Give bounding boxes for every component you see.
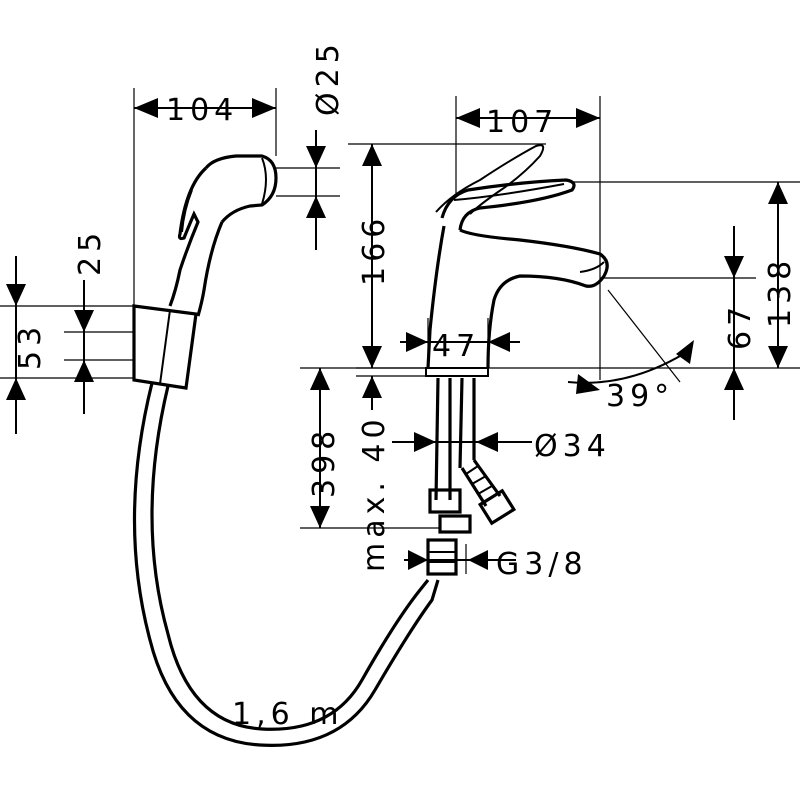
dim-total-height: 166	[357, 214, 392, 286]
dim-holder-height: 53	[13, 322, 48, 370]
dim-spout-height: 67	[723, 302, 758, 350]
dim-handshower-width: 104	[166, 93, 238, 128]
dimensions: 104 Ø25 53 25 107 166	[0, 39, 800, 732]
dim-lever-angle: 39°	[606, 379, 674, 414]
lever	[440, 178, 576, 231]
dim-outlet-height: 138	[763, 256, 798, 328]
lever-raised-outline	[435, 144, 545, 215]
wall-holder	[132, 304, 198, 390]
g38-connector	[426, 538, 458, 576]
mixer-body	[426, 225, 446, 369]
dim-handshower-diameter: Ø25	[311, 39, 346, 116]
supply-pipe-1	[434, 377, 440, 501]
basin-mixer	[425, 144, 609, 576]
hand-shower	[132, 154, 440, 747]
dim-supply-length: 398	[307, 426, 342, 498]
supply-hose-2	[460, 459, 502, 507]
hose	[132, 382, 440, 747]
hand-shower-head	[204, 154, 278, 224]
dim-hole-diameter: Ø34	[534, 429, 611, 464]
dim-spout-reach: 107	[486, 105, 558, 140]
dim-thread: G3/8	[496, 547, 588, 582]
hand-shower-handle	[168, 166, 208, 307]
dim-body-width: 47	[432, 329, 480, 364]
dim-holder-offset: 25	[73, 228, 108, 276]
dim-deck-thickness: max. 40	[357, 414, 392, 572]
dim-hose-length: 1,6 m	[232, 697, 343, 732]
